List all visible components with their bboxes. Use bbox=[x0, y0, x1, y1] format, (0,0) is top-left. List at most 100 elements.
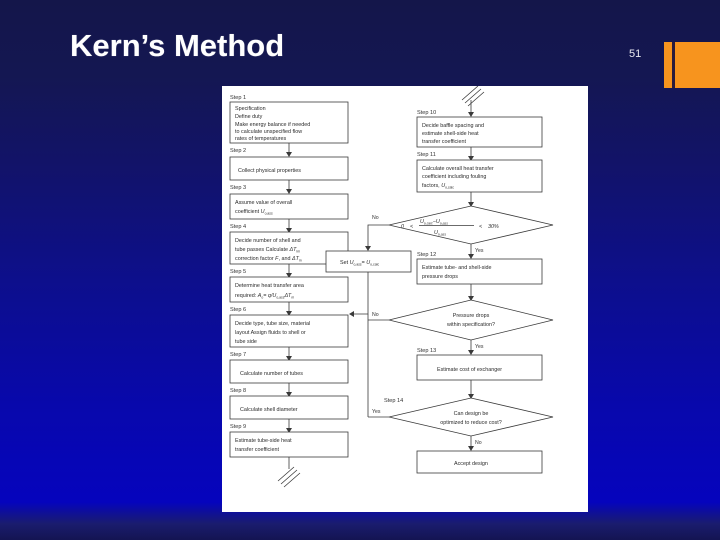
step-13-line-1: Estimate cost of exchanger bbox=[437, 367, 502, 373]
arrow-step3-step4 bbox=[286, 228, 292, 233]
page-break-squiggle-bottom bbox=[277, 466, 301, 488]
step-8-line-1: Calculate shell diameter bbox=[240, 407, 298, 413]
accept-design-box bbox=[416, 450, 543, 474]
step-10-line-1: Decide baffle spacing and bbox=[422, 123, 484, 129]
decision1-no-label: No bbox=[372, 215, 379, 221]
step-4-line-3: correction factor F, and ΔTm bbox=[235, 256, 302, 263]
step-1-line-5: rates of temperatures bbox=[235, 136, 287, 142]
arrow-step4-step5 bbox=[286, 273, 292, 278]
decision-lt-1: < bbox=[410, 224, 413, 230]
step-7-line-1: Calculate number of tubes bbox=[240, 371, 303, 377]
step-4-caption: Step 4 bbox=[230, 224, 246, 230]
loopback-set-u-text: Set Uo,ass= Uo,calc bbox=[340, 260, 379, 267]
decision3-line-1: Can design be bbox=[454, 411, 489, 417]
step-5-line-2: required: Ao= q/Uo,assΔTm bbox=[235, 293, 294, 300]
step-12-line-1: Estimate tube- and shell-side bbox=[422, 265, 492, 271]
step-11-u-subscript: o,calc bbox=[445, 186, 454, 190]
step-10-caption: Step 10 bbox=[417, 110, 436, 116]
arrow-step2-step3 bbox=[286, 189, 292, 194]
step-1-line-4: to calculate unspecified flow bbox=[235, 129, 302, 135]
accent-bar-split-line bbox=[672, 42, 675, 88]
step-4-line-1: Decide number of shell and bbox=[235, 238, 301, 244]
step-11-line-2: coefficient including fouling bbox=[422, 174, 486, 180]
step-5-dt-symbol: ΔT bbox=[283, 293, 292, 299]
step-5-area-subscript: o bbox=[261, 296, 263, 300]
step-3-line-2: coefficient Uo,ass bbox=[235, 209, 273, 216]
arrow-step10-step11 bbox=[468, 156, 474, 161]
arrow-step12-decision2 bbox=[468, 296, 474, 301]
step-1-line-1: Specification bbox=[235, 106, 266, 112]
step-2-line-1: Collect physical properties bbox=[238, 168, 301, 174]
decision2-line-1: Pressure drops bbox=[453, 313, 490, 319]
flowchart-image: Step 1 Specification Define duty Make en… bbox=[222, 86, 588, 512]
decision3-no-label: No bbox=[475, 440, 482, 446]
step-3-line-1: Assume value of overall bbox=[235, 200, 292, 206]
arrow-decision1-yes bbox=[468, 254, 474, 259]
decision2-no-label: No bbox=[372, 312, 379, 318]
decision1-yes-label: Yes bbox=[475, 248, 484, 254]
step-2-caption: Step 2 bbox=[230, 148, 246, 154]
accept-design-text: Accept design bbox=[454, 461, 488, 467]
arrow-step6-step7 bbox=[286, 356, 292, 361]
step-13-box bbox=[416, 354, 543, 381]
decision-denominator: Uo,ass bbox=[434, 230, 446, 237]
step-5-caption: Step 5 bbox=[230, 269, 246, 275]
step-4-dtm-subscript: m bbox=[299, 259, 302, 263]
step-9-box bbox=[229, 431, 349, 458]
step-4-f-symbol: F bbox=[275, 256, 279, 262]
decision-zero: 0 bbox=[401, 224, 404, 230]
step-3-u-symbol: U bbox=[261, 209, 265, 215]
page-title: Kern’s Method bbox=[70, 28, 285, 63]
decision-lt-2: < bbox=[479, 224, 482, 230]
decision-pressure-drop-diamond bbox=[388, 299, 554, 341]
step-1-box bbox=[229, 101, 349, 144]
step-11-caption: Step 11 bbox=[417, 152, 436, 158]
step-5-box bbox=[229, 276, 349, 303]
step-3-caption: Step 3 bbox=[230, 185, 246, 191]
step-13-caption: Step 13 bbox=[417, 348, 436, 354]
step-9-line-2: transfer coefficient bbox=[235, 447, 279, 453]
arrow-step13-decision3 bbox=[468, 394, 474, 399]
step-1-line-3: Make energy balance if needed bbox=[235, 122, 310, 128]
step-4-line-2: tube passes Calculate ΔTlm bbox=[235, 247, 300, 254]
step-5-line-1: Determine heat transfer area bbox=[235, 283, 304, 289]
step-14-caption: Step 14 bbox=[384, 398, 403, 404]
step-11-line-1: Calculate overall heat transfer bbox=[422, 166, 494, 172]
step-3-box bbox=[229, 193, 349, 220]
step-7-caption: Step 7 bbox=[230, 352, 246, 358]
decision2-line-2: within specification? bbox=[446, 322, 495, 328]
connector-decision1-no-branch bbox=[367, 224, 389, 248]
step-4-dtlm-subscript: lm bbox=[296, 250, 300, 254]
step-9-caption: Step 9 bbox=[230, 424, 246, 430]
page-number: 51 bbox=[629, 48, 642, 60]
step-6-box bbox=[229, 314, 349, 348]
arrow-step11-decision1 bbox=[468, 202, 474, 207]
arrow-step7-step8 bbox=[286, 392, 292, 397]
step-11-box bbox=[416, 159, 543, 193]
step-10-line-3: transfer coefficient bbox=[422, 139, 466, 145]
arrow-step8-step9 bbox=[286, 428, 292, 433]
arrow-step5-step6 bbox=[286, 311, 292, 316]
step-11-line-3: factors, Uo,calc bbox=[422, 183, 454, 190]
step-5-equation: = q/U bbox=[263, 293, 276, 299]
arrow-decision2-yes bbox=[468, 350, 474, 355]
step-4-dtlm-symbol: ΔT bbox=[289, 247, 298, 253]
step-5-dt-subscript: m bbox=[291, 296, 294, 300]
decision-numerator: Uo,calc−Uo,ass bbox=[420, 219, 448, 226]
step-12-box bbox=[416, 258, 543, 285]
arrow-step1-step2 bbox=[286, 152, 292, 157]
step-5-area-symbol: A bbox=[257, 293, 262, 299]
step-10-box bbox=[416, 116, 543, 148]
step-8-caption: Step 8 bbox=[230, 388, 246, 394]
step-12-line-2: pressure drops bbox=[422, 274, 458, 280]
step-12-caption: Step 12 bbox=[417, 252, 436, 258]
arrow-continued-step10 bbox=[468, 112, 474, 117]
step-5-u-subscript: o,ass bbox=[276, 296, 284, 300]
step-10-line-2: estimate shell-side heat bbox=[422, 131, 479, 137]
decision-optimize-diamond bbox=[388, 397, 554, 437]
step-1-line-2: Define duty bbox=[235, 114, 263, 120]
decision2-yes-label: Yes bbox=[475, 344, 484, 350]
connector-loopback-to-step6 bbox=[352, 272, 369, 315]
step-4-dtm-symbol: ΔT bbox=[291, 256, 300, 262]
step-1-caption: Step 1 bbox=[230, 95, 246, 101]
